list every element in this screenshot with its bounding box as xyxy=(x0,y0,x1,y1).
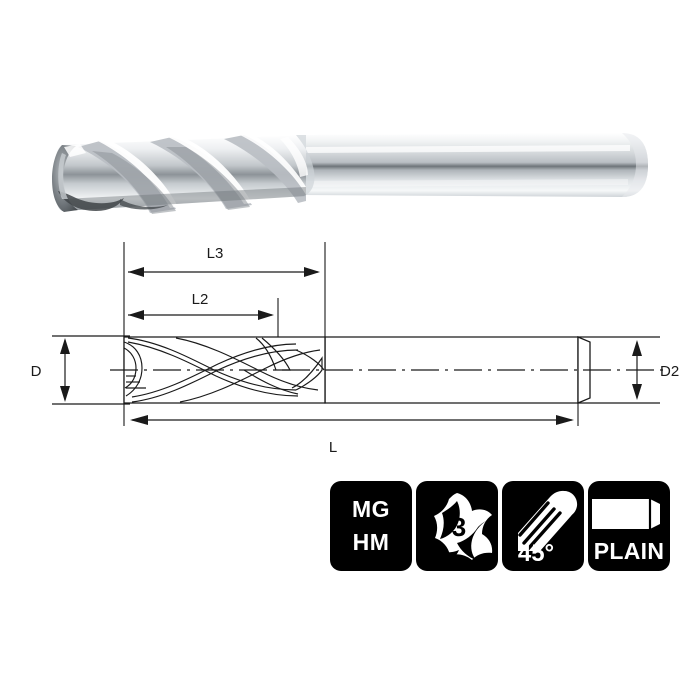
badge-helix-angle: 45° xyxy=(502,481,584,571)
technical-drawing: L3 L2 L D D2 xyxy=(0,230,700,475)
photo-shank xyxy=(300,133,648,197)
helix-angle-value: 45° xyxy=(518,540,554,567)
material-grade-line1: MG xyxy=(351,496,391,522)
dimension-label-l2: L2 xyxy=(192,291,209,308)
dimension-label-d: D xyxy=(31,363,42,380)
badge-material-grade: MG HM xyxy=(330,481,412,571)
badge-flute-count: 3 xyxy=(416,481,498,571)
shank-type-label: PLAIN xyxy=(594,538,665,564)
helix-flute-lines xyxy=(518,501,562,551)
badge-shank-type: PLAIN xyxy=(588,481,670,571)
dimension-label-l3: L3 xyxy=(207,245,224,262)
spec-badge-row: MG HM 3 xyxy=(330,481,670,573)
photo-cutting-tip xyxy=(52,144,168,212)
photo-flutes xyxy=(54,133,306,214)
flute-count-value: 3 xyxy=(452,512,466,542)
plain-shank-icon xyxy=(592,499,660,529)
dimension-label-l: L xyxy=(329,439,337,456)
dimension-arrowheads xyxy=(60,267,642,425)
product-photo xyxy=(0,95,700,235)
photo-flute-runout xyxy=(280,135,315,196)
dimension-label-d2: D2 xyxy=(660,363,679,380)
helix-angle-icon xyxy=(518,490,578,551)
three-flute-cross-section-icon xyxy=(434,493,493,565)
material-grade-line2: HM xyxy=(352,529,390,555)
